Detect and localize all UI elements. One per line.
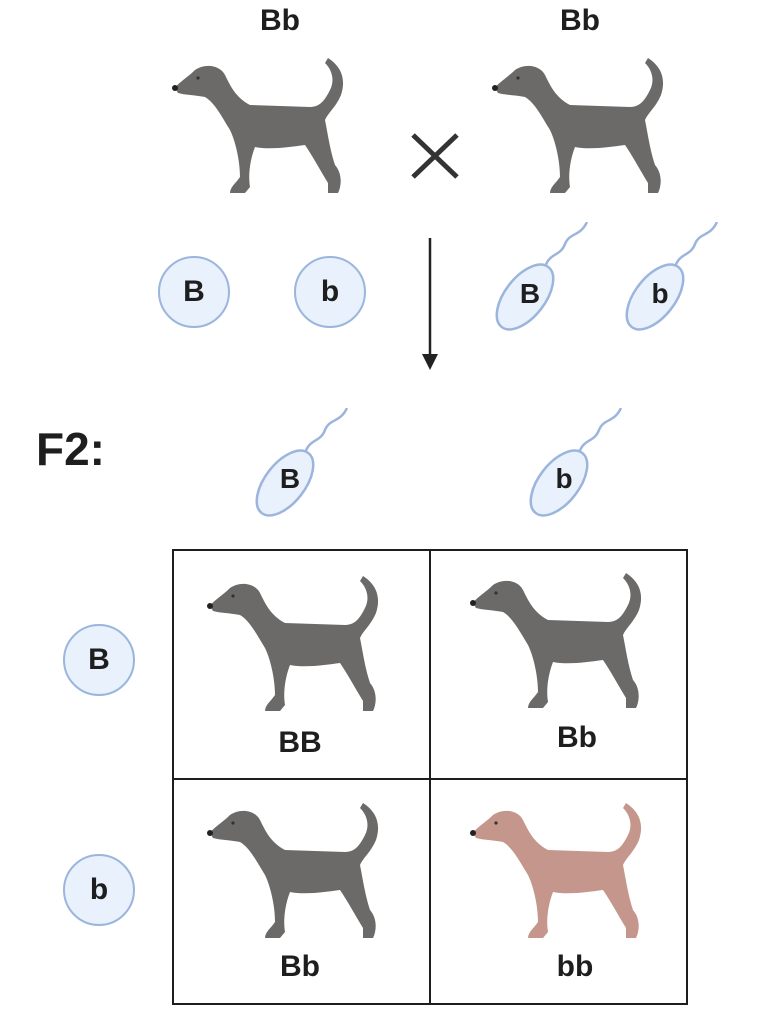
grid-divider-vertical xyxy=(429,551,431,1003)
parent-dog-2-icon xyxy=(490,55,670,195)
column-sperm-B-icon xyxy=(255,408,355,518)
parent-genotype-1: Bb xyxy=(260,4,300,37)
offspring-dog-bb-icon xyxy=(468,800,648,940)
offspring-dog-Bb-icon xyxy=(468,570,648,710)
sperm-b-label: b xyxy=(651,278,669,309)
egg-b: b xyxy=(294,256,366,328)
sperm-b-icon xyxy=(625,222,725,332)
generation-label: F2: xyxy=(36,423,105,475)
offspring-dog-Bb-2-icon xyxy=(205,800,385,940)
cross-icon xyxy=(411,133,459,179)
column-sperm-b-icon xyxy=(529,408,629,518)
row-header-B: B xyxy=(63,624,135,696)
column-header-b: b xyxy=(555,463,573,494)
cell-genotype-Bb-2: Bb xyxy=(280,950,320,983)
offspring-dog-BB-icon xyxy=(205,573,385,713)
parent-dog-1-icon xyxy=(170,55,350,195)
sperm-B-icon xyxy=(495,222,595,332)
cell-genotype-Bb-1: Bb xyxy=(557,721,597,754)
cell-genotype-bb: bb xyxy=(556,950,594,983)
cell-genotype-BB: BB xyxy=(278,726,322,759)
punnett-square xyxy=(172,549,688,1005)
parent-genotype-2: Bb xyxy=(560,4,600,37)
grid-divider-horizontal xyxy=(174,778,686,780)
egg-B: B xyxy=(158,256,230,328)
row-header-b: b xyxy=(63,854,135,926)
column-header-B: B xyxy=(279,463,301,494)
sperm-B-label: B xyxy=(519,278,541,309)
arrow-down-icon xyxy=(422,238,438,370)
